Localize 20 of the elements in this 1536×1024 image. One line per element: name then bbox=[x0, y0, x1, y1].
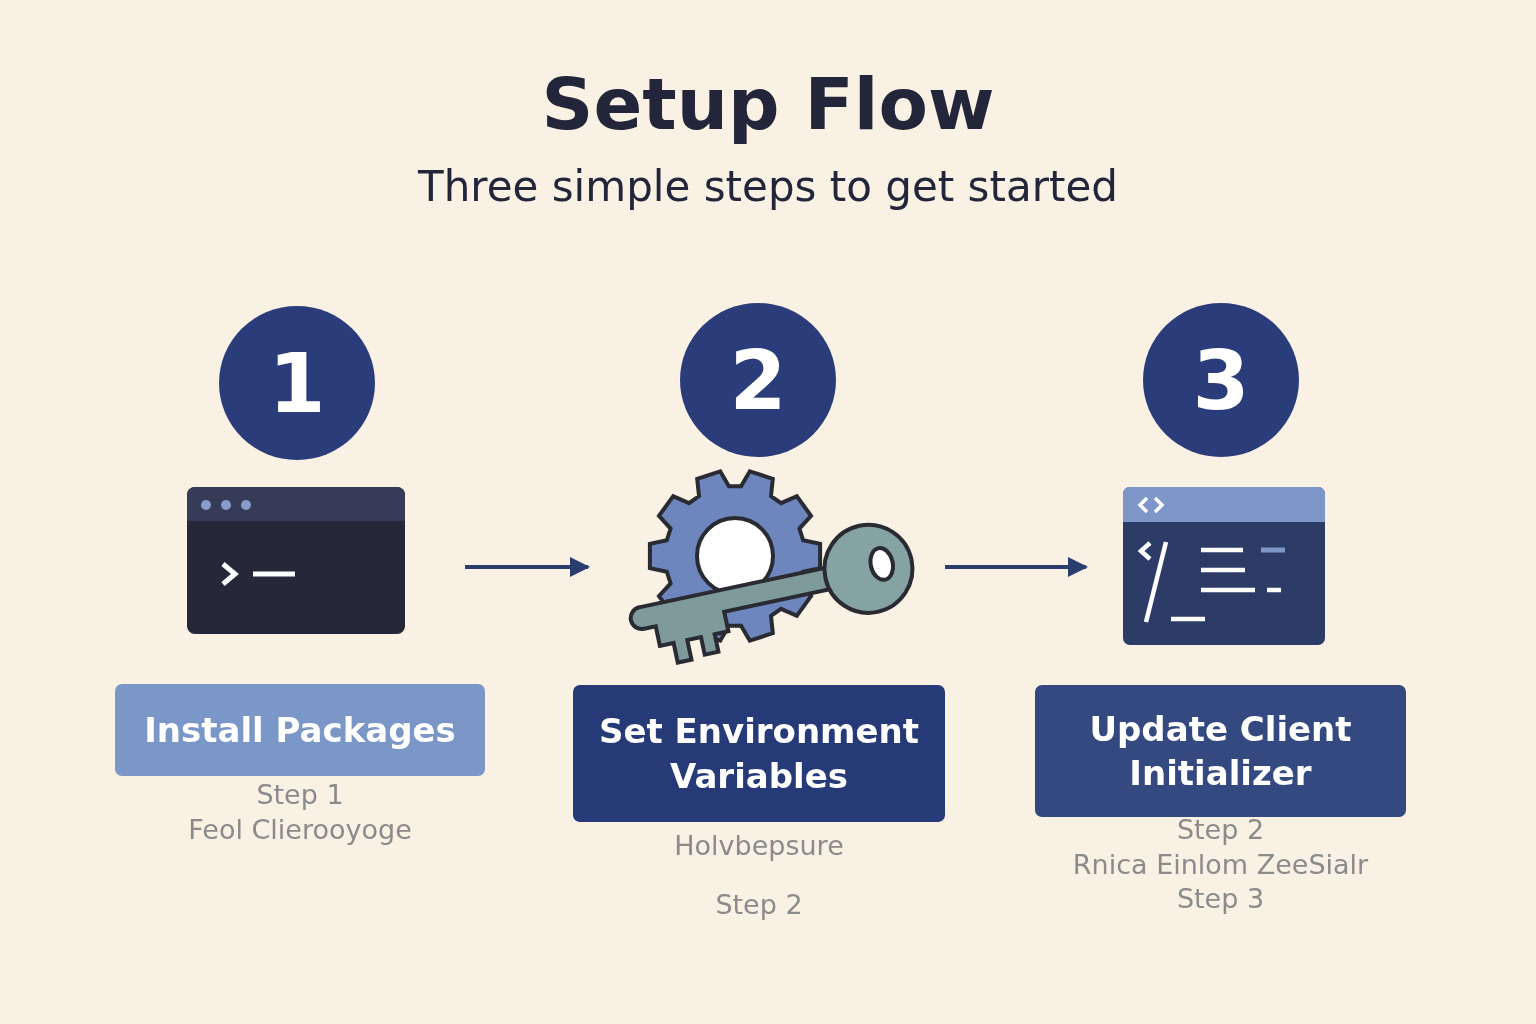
step-caption: Step 1 bbox=[255, 779, 345, 810]
title: Setup Flow bbox=[540, 62, 996, 146]
gear-and-key-icon bbox=[628, 468, 915, 665]
terminal-window-icon bbox=[187, 487, 405, 634]
step-title-box: Set Environment Variables bbox=[573, 685, 945, 822]
step-number-circle: 3 bbox=[1143, 303, 1299, 457]
step-number-circle: 1 bbox=[219, 306, 375, 460]
step-caption: Rnica Einlom ZeeSialr bbox=[1071, 849, 1370, 880]
code-editor-icon bbox=[1123, 487, 1325, 645]
step-title-box: Install Packages bbox=[115, 684, 485, 776]
arrow bbox=[465, 557, 590, 577]
step-caption: Feol Clierooyoge bbox=[187, 814, 413, 845]
step-title-box: Update Client Initializer bbox=[1035, 685, 1406, 817]
step-caption: Step 3 bbox=[1175, 883, 1266, 914]
step-caption: Step 2 bbox=[1175, 814, 1266, 845]
step-caption: Step 2 bbox=[714, 889, 804, 920]
step-caption: Holvbepsure bbox=[673, 830, 845, 861]
subtitle: Three simple steps to get started bbox=[417, 162, 1119, 211]
arrow bbox=[945, 557, 1088, 577]
step-number-circle: 2 bbox=[680, 303, 836, 457]
